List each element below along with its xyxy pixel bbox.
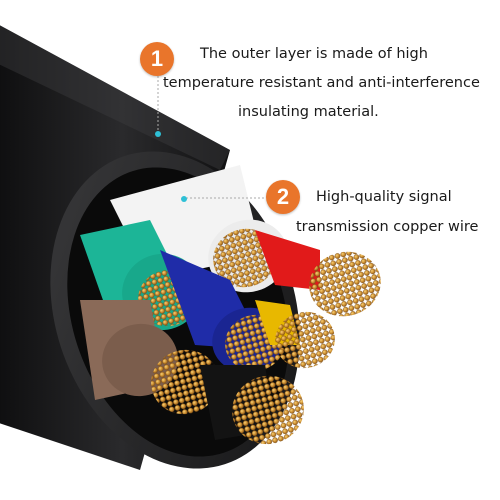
indicator-dot-1	[155, 131, 161, 137]
callout-2-leader	[181, 196, 266, 202]
callout-1-line-1: The outer layer is made of high	[200, 46, 428, 62]
wire-black	[200, 365, 304, 445]
callout-text-2: High-quality signal transmission copper …	[296, 182, 496, 242]
callout-2-line-2: transmission copper wire	[296, 219, 479, 235]
callout-2-line-1: High-quality signal	[316, 189, 452, 205]
callout-1-line-3: insulating material.	[238, 104, 379, 120]
wire-red	[255, 230, 381, 317]
indicator-dot-2	[181, 196, 187, 202]
callout-1-leader	[155, 76, 161, 137]
callout-1-line-2: temperature resistant and anti-interfere…	[163, 75, 480, 91]
callout-text-1: The outer layer is made of high temperat…	[158, 40, 492, 127]
callout-badge-2: 2	[266, 180, 300, 214]
callout-badge-1: 1	[140, 42, 174, 76]
wire-yellow	[255, 300, 335, 369]
